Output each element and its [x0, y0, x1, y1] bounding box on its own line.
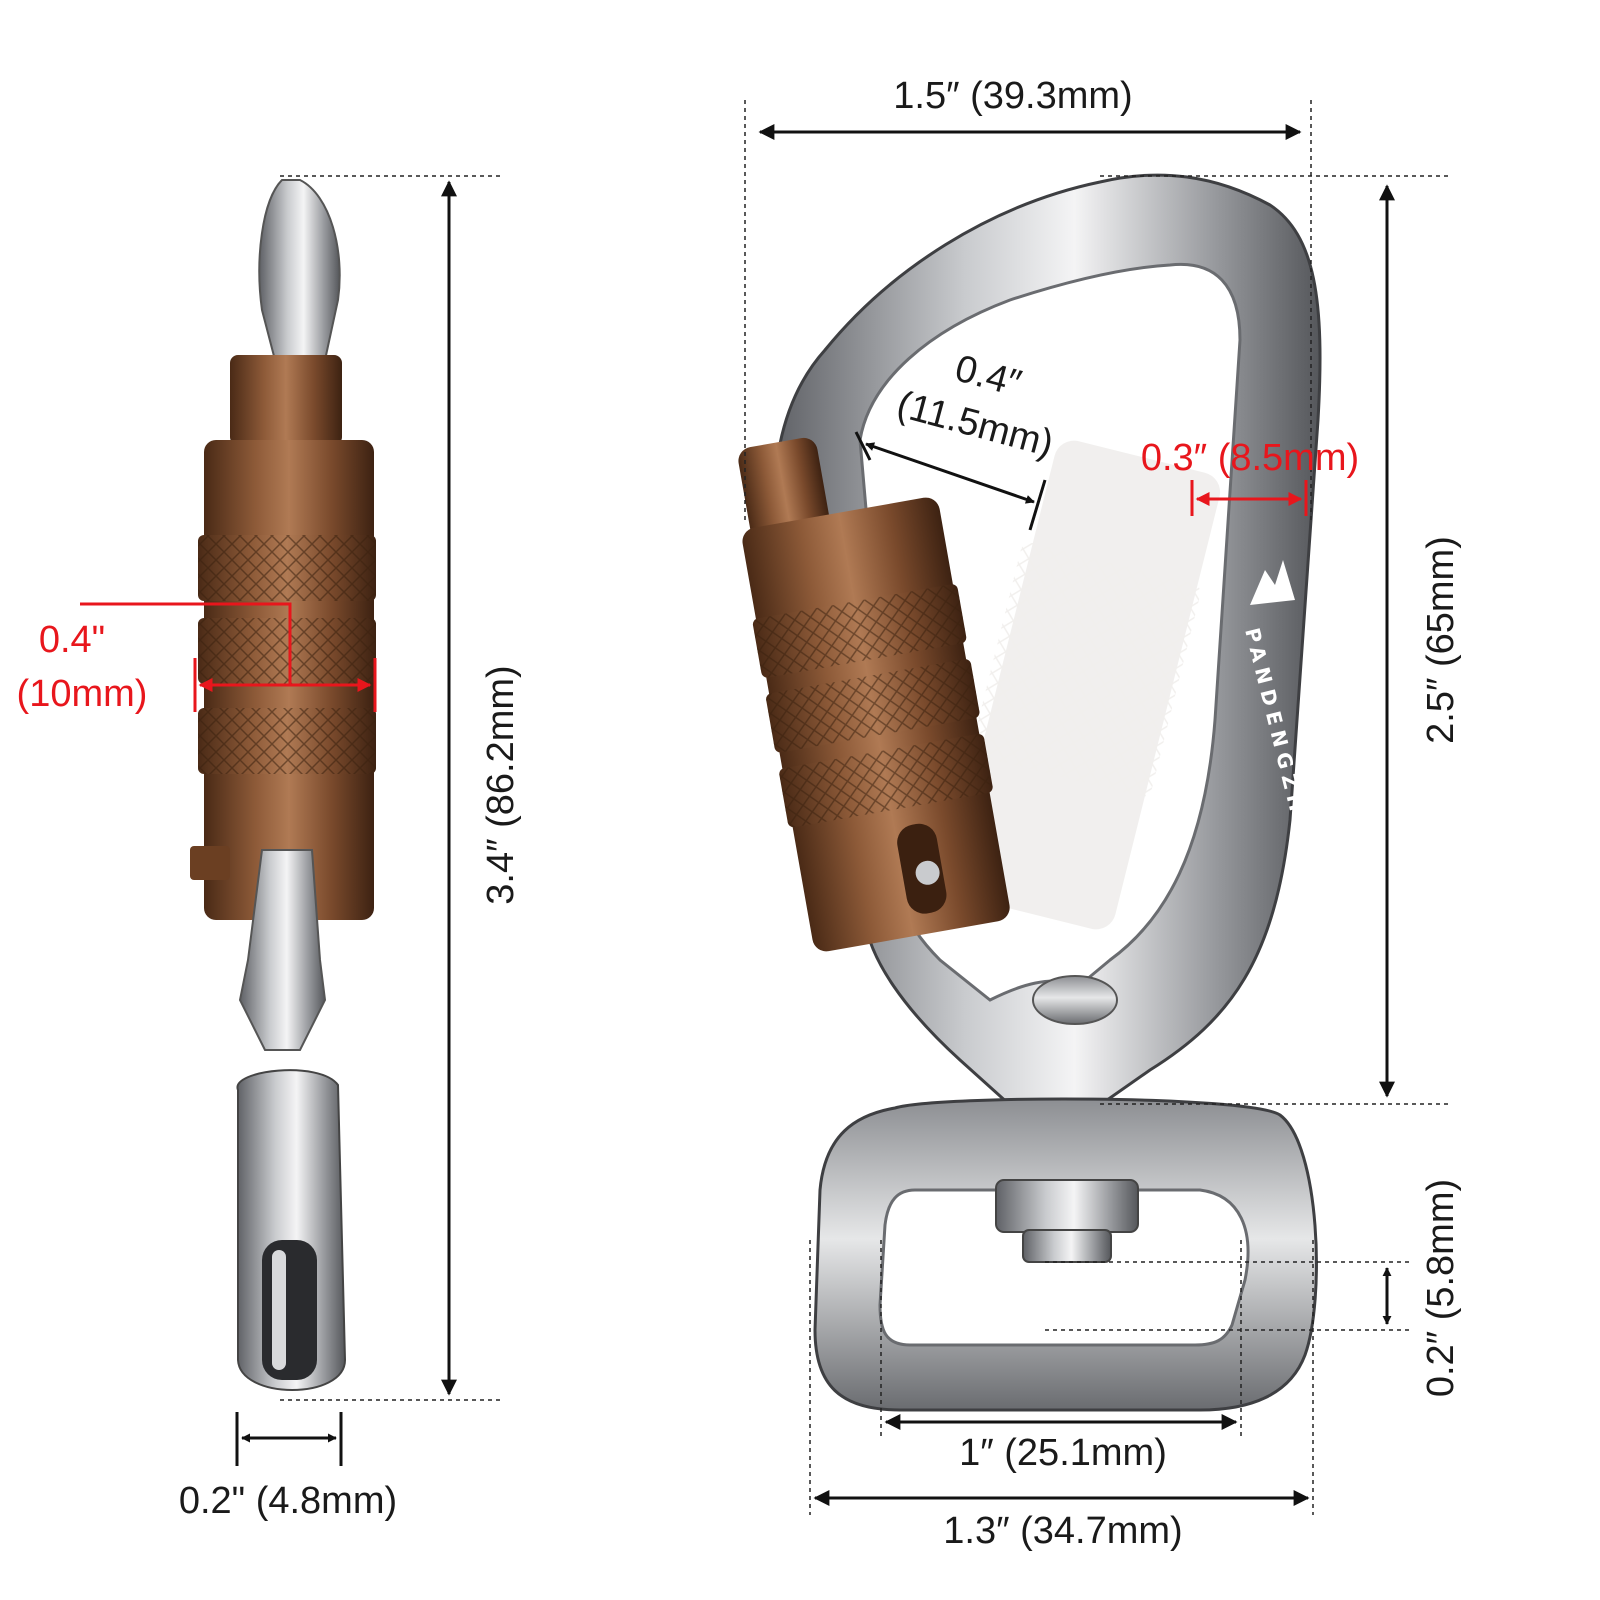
front-width-label: 1.5″ (39.3mm)	[893, 75, 1132, 117]
eye-outer-width-label: 1.3″ (34.7mm)	[943, 1510, 1182, 1552]
side-view-dimensions	[80, 175, 500, 1466]
brand-mountain-icon	[1250, 560, 1295, 605]
eye-inner-width-label: 1″ (25.1mm)	[959, 1432, 1167, 1474]
body-height-label: 2.5″ (65mm)	[1420, 536, 1462, 744]
front-view-carabiner	[738, 173, 1322, 1412]
spine-label: 0.3″ (8.5mm)	[1141, 437, 1359, 479]
side-view-carabiner	[190, 179, 376, 1391]
eye-thickness-label: 0.2″ (5.8mm)	[1420, 1179, 1462, 1397]
side-sleeve-label-line1: 0.4"	[39, 619, 105, 661]
side-height-label: 3.4″ (86.2mm)	[480, 665, 522, 904]
front-view-dimensions	[744, 100, 1450, 1515]
side-sleeve-label-line2: (10mm)	[17, 673, 148, 715]
side-thickness-label: 0.2" (4.8mm)	[179, 1480, 397, 1522]
